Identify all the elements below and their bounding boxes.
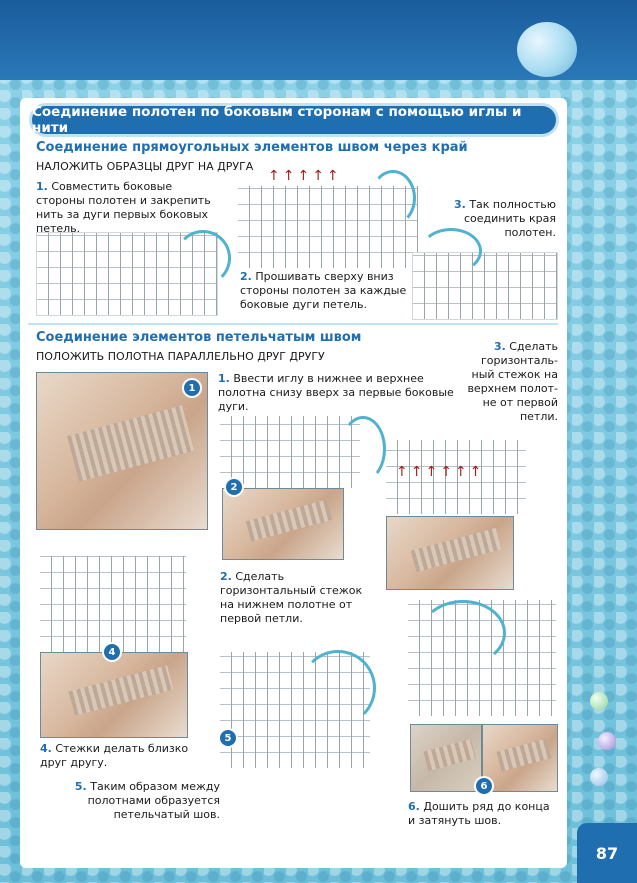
- page-number: 87: [577, 823, 637, 883]
- photo-knit-texture: [66, 405, 195, 482]
- yarn-ball-image: [517, 22, 577, 77]
- section2-step-5: 5. Таким образом между полотнами образуе…: [74, 780, 220, 821]
- badge-1: 1: [184, 380, 200, 396]
- section1-subheading: НАЛОЖИТЬ ОБРАЗЦЫ ДРУГ НА ДРУГА: [36, 160, 254, 173]
- section1-step-1: 1. Совместить боковые стороны полотен и …: [36, 180, 211, 235]
- arrows-step-2: ↑↑↑↑↑: [268, 168, 342, 184]
- thread-sec2-step-5: [300, 650, 376, 726]
- thread-step-1: [175, 230, 231, 286]
- photo-knit-texture: [423, 738, 476, 771]
- photo-knit-texture: [68, 665, 174, 717]
- section-divider: [28, 323, 558, 325]
- section1-step-3: 3. Так полностью соединить края полотен.: [453, 198, 556, 239]
- bead-violet-image: [598, 732, 616, 750]
- section2-step-4: 4. Стежки делать близко друг другу.: [40, 742, 189, 769]
- photo-step-6a: [410, 724, 482, 792]
- photo-knit-texture: [245, 499, 333, 542]
- photo-step-1: [36, 372, 208, 530]
- photo-step-6b: [482, 724, 558, 792]
- section2-step-3: 3. Сделать горизонталь-ный стежок на вер…: [467, 340, 558, 423]
- thread-sec2-step-1: [340, 416, 386, 482]
- section2-step-6: 6. Дошить ряд до конца и затянуть шов.: [408, 800, 550, 827]
- diagram-step-3: [412, 252, 558, 320]
- thread-step-2: [370, 170, 416, 226]
- badge-2: 2: [226, 479, 242, 495]
- photo-step-2: [222, 488, 344, 560]
- badge-4: 4: [104, 644, 120, 660]
- diagram-sec2-step-4: [40, 556, 186, 652]
- section2-heading: Соединение элементов петельчатым швом: [36, 330, 362, 345]
- photo-knit-texture: [410, 527, 502, 572]
- section2-step-1: 1. Ввести иглу в нижнее и верхнее полотн…: [218, 372, 454, 413]
- bead-blue-image: [590, 768, 608, 786]
- bead-green-image: [590, 692, 608, 710]
- arrows-sec2-step-3: ↑↑↑↑↑↑: [396, 464, 485, 480]
- diagram-sec2-step-3: [386, 440, 526, 514]
- photo-step-3: [386, 516, 514, 590]
- section2-subheading: ПОЛОЖИТЬ ПОЛОТНА ПАРАЛЛЕЛЬНО ДРУГ ДРУГУ: [36, 350, 325, 363]
- badge-6: 6: [476, 778, 492, 794]
- photo-knit-texture: [496, 738, 552, 771]
- photo-step-4: [40, 652, 188, 738]
- badge-5: 5: [220, 730, 236, 746]
- diagram-sec2-step-1: [220, 416, 360, 488]
- thread-sec2-step-6: [420, 600, 506, 666]
- page-title: Соединение полотен по боковым сторонам с…: [32, 104, 556, 136]
- section1-heading: Соединение прямоугольных элементов швом …: [36, 140, 468, 155]
- thread-step-3: [420, 228, 482, 274]
- section2-step-2: 2. Сделать горизонтальный стежок на нижн…: [220, 570, 363, 625]
- section1-step-2: 2. Прошивать сверху вниз стороны полотен…: [240, 270, 407, 311]
